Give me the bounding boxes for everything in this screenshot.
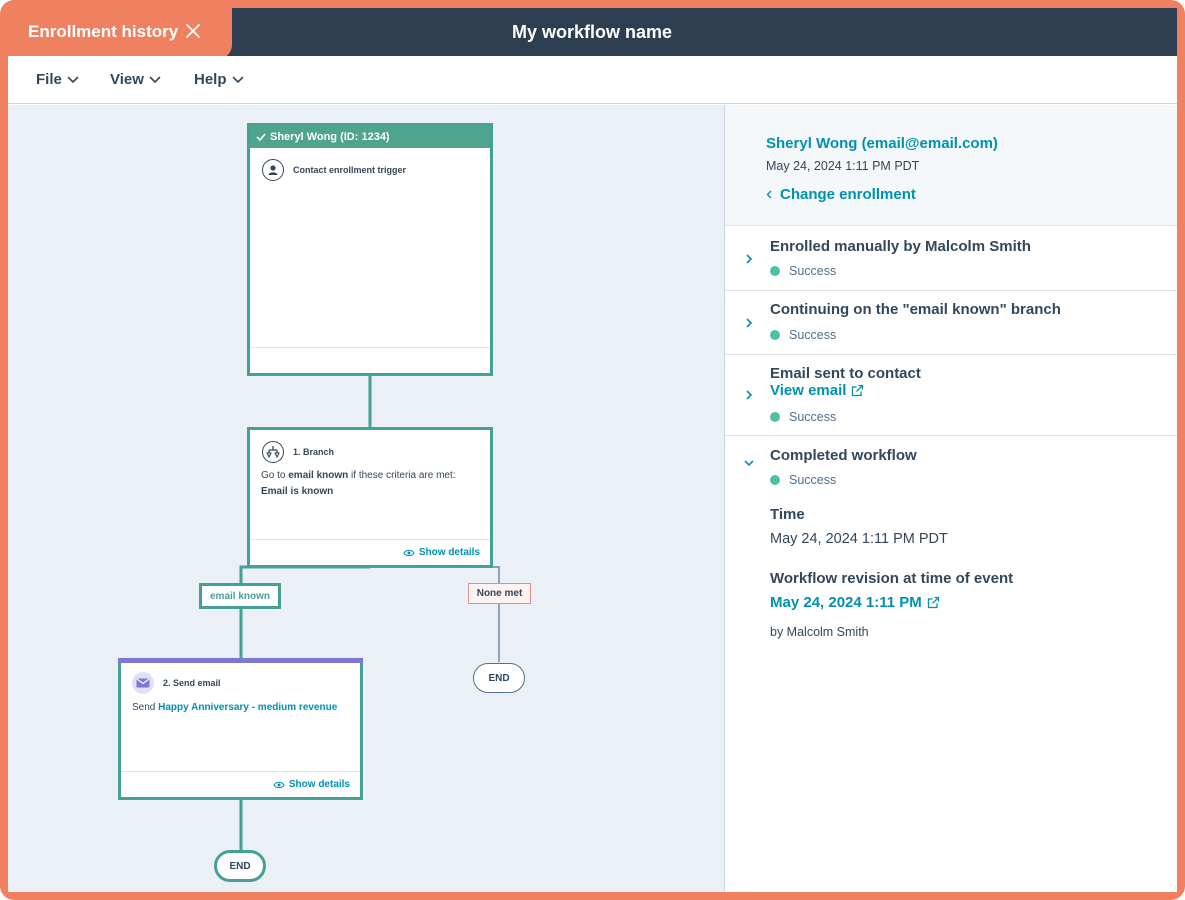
close-icon[interactable] <box>184 22 202 40</box>
email-text-prefix: Send <box>132 702 159 713</box>
event-title: Enrolled manually by Malcolm Smith <box>770 238 1031 255</box>
show-details-label: Show details <box>418 547 480 558</box>
status-label: Success <box>789 410 837 424</box>
external-link-icon <box>852 384 864 397</box>
app-window: My workflow name Enrollment history File… <box>8 8 1177 892</box>
menu-view[interactable]: View <box>110 71 161 88</box>
contact-name-link[interactable]: Sheryl Wong (email@email.com) <box>766 135 998 152</box>
change-enrollment-label: Change enrollment <box>780 186 916 203</box>
menu-file-label: File <box>36 71 62 88</box>
branch-criteria: Email is known <box>261 486 334 497</box>
branch-name: email known <box>288 470 349 481</box>
time-label: Time <box>770 506 805 523</box>
email-known-text: email known <box>209 590 270 602</box>
success-dot <box>770 266 780 276</box>
end-label: END <box>488 672 510 684</box>
email-title-row: 2. Send email <box>121 663 360 694</box>
event-email-sent: Email sent to contact View email Success <box>725 355 1177 436</box>
branch-label-none-met: None met <box>468 583 531 604</box>
enrollment-history-label: Enrollment history <box>28 22 179 41</box>
external-link-icon <box>927 596 939 609</box>
status-label: Success <box>789 328 837 342</box>
event-status: Success <box>770 410 836 424</box>
chevron-down-icon[interactable] <box>743 457 755 469</box>
event-title: Email sent to contact <box>770 365 921 382</box>
change-enrollment-link[interactable]: Change enrollment <box>766 186 916 203</box>
chevron-right-icon[interactable] <box>743 317 755 329</box>
event-completed: Completed workflow Success Time May 24, … <box>725 436 1177 892</box>
panel-header: Sheryl Wong (email@email.com) May 24, 20… <box>725 105 1177 226</box>
menu-help-label: Help <box>194 71 227 88</box>
revision-link-label: May 24, 2024 1:11 PM <box>770 594 922 611</box>
chevron-right-icon[interactable] <box>743 253 755 265</box>
email-card-title: 2. Send email <box>163 678 221 688</box>
branch-title-row: 1. Branch <box>250 430 490 463</box>
view-email-label: View email <box>770 382 847 399</box>
success-dot <box>770 412 780 422</box>
branch-card[interactable]: 1. Branch Go to email known if these cri… <box>247 427 493 568</box>
trigger-card[interactable]: Sheryl Wong (ID: 1234) Contact enrollmen… <box>247 123 493 376</box>
menu-help[interactable]: Help <box>194 71 244 88</box>
send-email-card[interactable]: 2. Send email Send Happy Anniversary - m… <box>118 658 363 800</box>
show-details-label: Show details <box>288 779 350 790</box>
eye-icon <box>403 549 415 556</box>
end-node-none-met: END <box>473 663 525 693</box>
menu-view-label: View <box>110 71 144 88</box>
event-title: Completed workflow <box>770 447 917 464</box>
enrollment-details-panel: Sheryl Wong (email@email.com) May 24, 20… <box>724 105 1177 892</box>
email-description: Send Happy Anniversary - medium revenue <box>121 694 360 716</box>
trigger-card-footer <box>250 347 490 373</box>
chevron-left-icon <box>766 190 772 199</box>
enrollment-date: May 24, 2024 1:11 PM PDT <box>766 159 920 173</box>
branch-text-prefix: Go to <box>261 470 289 481</box>
event-enrolled: Enrolled manually by Malcolm Smith Succe… <box>725 227 1177 291</box>
menu-file[interactable]: File <box>36 71 79 88</box>
success-dot <box>770 330 780 340</box>
enrolled-contact-label: Sheryl Wong (ID: 1234) <box>270 131 390 143</box>
chevron-right-icon[interactable] <box>743 389 755 401</box>
branch-text-suffix: if these criteria are met: <box>348 470 456 481</box>
revision-link[interactable]: May 24, 2024 1:11 PM <box>770 594 940 611</box>
email-card-accent <box>118 658 363 663</box>
event-branch: Continuing on the "email known" branch S… <box>725 291 1177 355</box>
trigger-label: Contact enrollment trigger <box>293 165 407 175</box>
email-icon <box>132 672 154 694</box>
branch-show-details[interactable]: Show details <box>250 539 490 565</box>
eye-icon <box>273 781 285 788</box>
enrollment-history-tab[interactable]: Enrollment history <box>8 8 232 59</box>
branch-description: Go to email known if these criteria are … <box>250 463 490 500</box>
time-value: May 24, 2024 1:11 PM PDT <box>770 531 948 547</box>
branch-icon <box>262 441 284 463</box>
success-dot <box>770 475 780 485</box>
chevron-down-icon <box>67 76 79 83</box>
workflow-canvas[interactable]: Sheryl Wong (ID: 1234) Contact enrollmen… <box>8 105 724 892</box>
branch-title: 1. Branch <box>293 447 335 457</box>
revision-label: Workflow revision at time of event <box>770 570 1014 587</box>
status-label: Success <box>789 473 837 487</box>
trigger-card-header: Sheryl Wong (ID: 1234) <box>250 126 490 148</box>
event-status: Success <box>770 328 836 342</box>
event-status: Success <box>770 473 836 487</box>
email-show-details[interactable]: Show details <box>121 771 360 797</box>
revision-author: by Malcolm Smith <box>770 625 869 639</box>
menu-bar: File View Help <box>8 56 1177 104</box>
view-email-link[interactable]: View email <box>770 382 864 399</box>
contact-icon <box>262 159 284 181</box>
branch-label-email-known: email known <box>199 583 281 609</box>
status-label: Success <box>789 264 837 278</box>
email-name-link[interactable]: Happy Anniversary - medium revenue <box>158 702 338 713</box>
workflow-title: My workflow name <box>511 22 673 42</box>
end-node-email-known: END <box>214 850 266 882</box>
chevron-down-icon <box>232 76 243 83</box>
event-status: Success <box>770 264 836 278</box>
event-title: Continuing on the "email known" branch <box>770 301 1061 318</box>
chevron-down-icon <box>149 76 161 83</box>
trigger-row: Contact enrollment trigger <box>250 148 490 181</box>
end-label: END <box>229 860 251 872</box>
none-met-text: None met <box>476 588 523 599</box>
checkmark-icon <box>256 133 266 141</box>
